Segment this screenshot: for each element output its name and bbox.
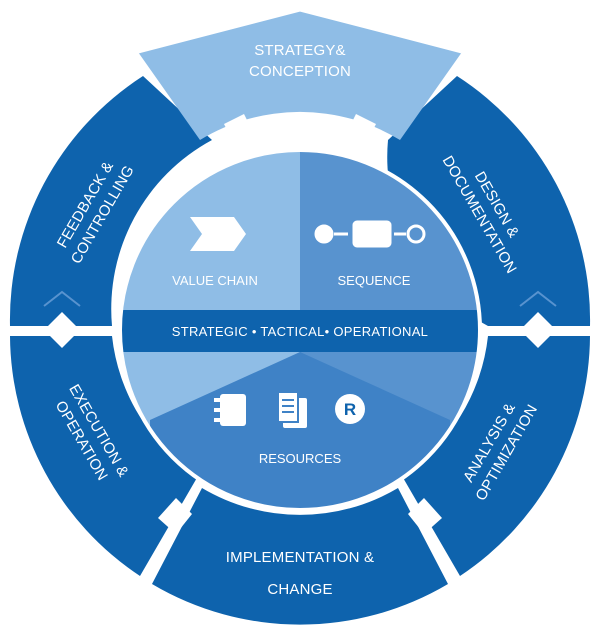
label-implementation: IMPLEMENTATION & CHANGE [226,549,375,598]
arrow-bottom-right-connector [408,498,442,534]
arrow-top-right-connector [348,114,376,140]
segment-implementation[interactable] [152,488,448,625]
label-value-chain: VALUE CHAIN [172,273,258,288]
resources-badge-letter: R [344,400,356,419]
document-icon [277,391,307,428]
connectors [43,114,557,534]
arrow-right-connector [520,312,556,348]
segment-analysis[interactable] [402,336,590,576]
notebook-icon [214,394,246,426]
chevron-right-icon [190,217,246,251]
chevron-right-outline [519,290,557,307]
label-strategy-line2: CONCEPTION [249,63,351,80]
label-band: STRATEGIC • TACTICAL• OPERATIONAL [172,324,428,339]
process-sequence-icon [314,220,426,248]
label-sequence: SEQUENCE [338,273,411,288]
arrow-top-left-connector [224,114,252,140]
arrow-bottom-left-connector [158,498,192,534]
segment-strategy[interactable] [138,10,462,140]
segment-execution[interactable] [10,336,198,576]
chevron-left-outline [43,290,81,307]
label-resources: RESOURCES [259,451,342,466]
label-strategy-line1: STRATEGY& [254,42,346,59]
arrow-left-connector [44,312,80,348]
label-implementation-line1: IMPLEMENTATION & [226,549,375,566]
registered-icon: R [335,394,365,424]
label-implementation-line2: CHANGE [267,581,332,598]
label-strategy: STRATEGY& CONCEPTION [249,42,351,80]
segment-strategy-edge [137,8,463,54]
band-background [120,310,480,352]
segment-feedback[interactable] [9,76,213,326]
